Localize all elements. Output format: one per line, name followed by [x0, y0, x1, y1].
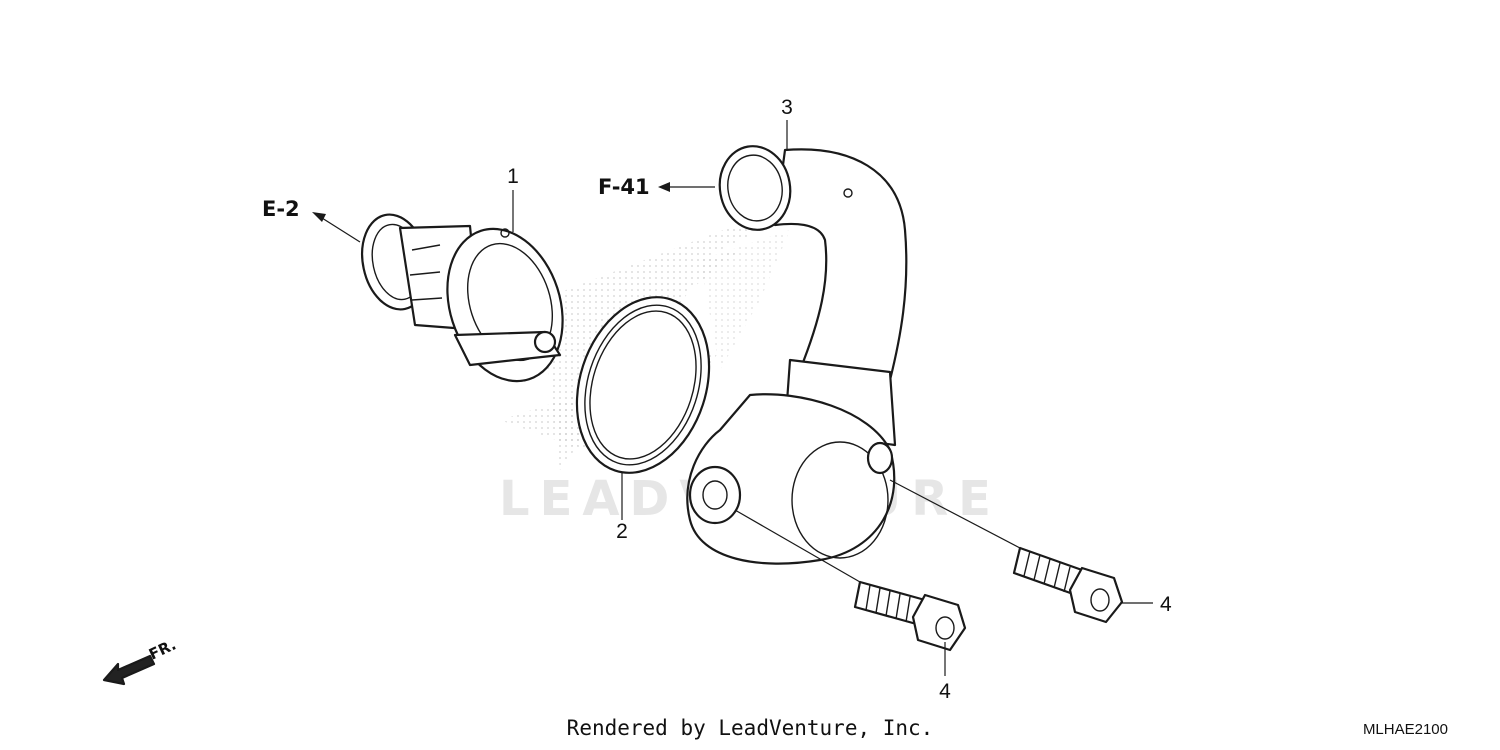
- callout-3: 3: [781, 96, 793, 119]
- thermostat-part: [361, 213, 564, 383]
- bolt-part-upper: [1012, 546, 1124, 624]
- callout-1: 1: [507, 165, 519, 188]
- front-label: FR.: [146, 636, 179, 664]
- callout-4-upper: 4: [1160, 593, 1172, 616]
- reference-e2: E-2: [262, 197, 300, 221]
- hose-cover-part: [686, 145, 908, 565]
- callout-2: 2: [616, 520, 628, 543]
- front-direction-indicator: FR.: [102, 636, 179, 686]
- reference-f41: F-41: [598, 175, 650, 199]
- diagram-code: MLHAE2100: [1362, 721, 1448, 738]
- o-ring-part: [575, 296, 711, 474]
- bolt-part-lower: [853, 580, 967, 652]
- callout-4-lower: 4: [939, 680, 951, 703]
- credit-text: Rendered by LeadVenture, Inc.: [566, 716, 934, 740]
- leader-lines: [312, 120, 1153, 676]
- front-arrow-icon: [102, 654, 156, 686]
